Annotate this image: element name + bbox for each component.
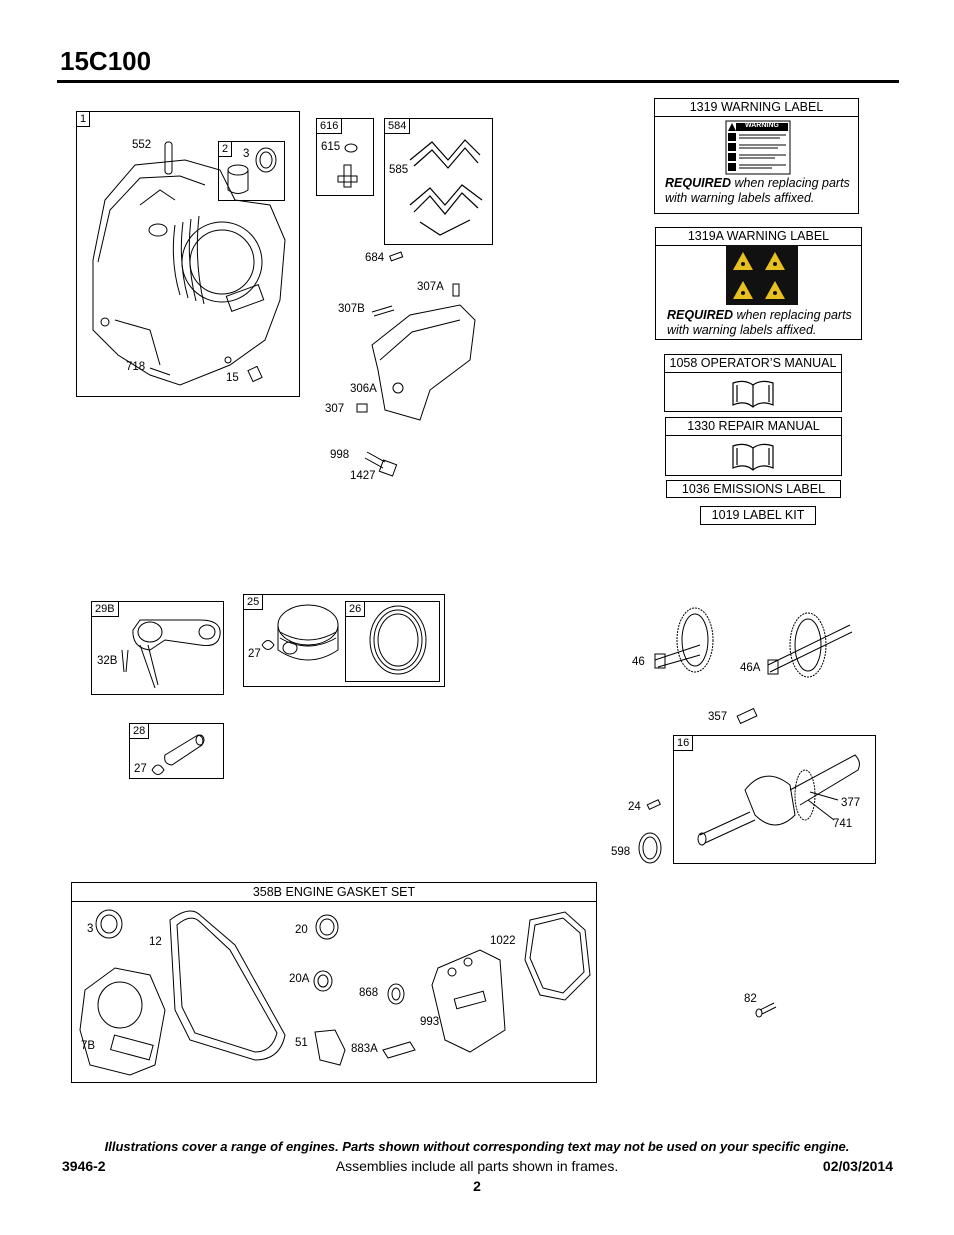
part-46A: 46A	[740, 662, 761, 674]
repair-manual-box: 1330 REPAIR MANUAL	[665, 417, 842, 476]
part-1427: 1427	[350, 470, 376, 482]
part-552: 552	[132, 139, 152, 151]
part-598: 598	[611, 846, 631, 858]
part-357: 357	[708, 711, 728, 723]
part-615: 615	[321, 141, 341, 153]
document-number: 3946-2	[62, 1158, 106, 1174]
operators-manual-title: 1058 OPERATOR’S MANUAL	[665, 355, 841, 373]
gasket-20A: 20A	[289, 973, 310, 985]
frame-tag: 29B	[91, 601, 119, 617]
gasket-868: 868	[359, 987, 379, 999]
required-word: REQUIRED	[665, 176, 731, 190]
frame-breather-tube: 584	[384, 118, 493, 245]
part-15: 15	[226, 372, 239, 384]
frame-dipstick: 616	[316, 118, 374, 196]
part-718: 718	[126, 361, 146, 373]
warning-label-required-note: REQUIRED when replacing parts with warni…	[665, 176, 855, 206]
required-word: REQUIRED	[667, 308, 733, 322]
label-kit-box: 1019 LABEL KIT	[700, 506, 816, 525]
frame-tag: 26	[345, 601, 366, 617]
gasket-set-title: 358B ENGINE GASKET SET	[72, 883, 596, 902]
frame-tag: 616	[316, 118, 343, 134]
page-title: 15C100	[60, 46, 152, 76]
part-741: 741	[833, 818, 853, 830]
part-24: 24	[628, 801, 641, 813]
part-998: 998	[330, 449, 350, 461]
gasket-883A: 883A	[351, 1043, 378, 1055]
title-rule	[57, 80, 899, 83]
emissions-label-title: 1036 EMISSIONS LABEL	[681, 482, 826, 496]
repair-manual-title: 1330 REPAIR MANUAL	[666, 418, 841, 436]
frame-rings: 26	[345, 601, 440, 682]
part-307B: 307B	[338, 303, 365, 315]
gasket-20: 20	[295, 924, 308, 936]
required-text: when replacing parts with warning labels…	[667, 308, 852, 337]
frame-tag: 2	[218, 141, 233, 157]
gasket-1022: 1022	[490, 935, 516, 947]
footer-disclaimer: Illustrations cover a range of engines. …	[104, 1139, 850, 1154]
frame-tag: 25	[243, 594, 264, 610]
gasket-3: 3	[87, 923, 94, 935]
part-377: 377	[841, 797, 861, 809]
frame-cylinder-block: 1	[76, 111, 300, 397]
warning-sticker-word: WARNING	[745, 122, 779, 129]
gasket-12: 12	[149, 936, 162, 948]
part-585: 585	[389, 164, 409, 176]
required-text: when replacing parts with warning labels…	[665, 176, 850, 205]
gasket-993: 993	[420, 1016, 440, 1028]
part-684: 684	[365, 252, 385, 264]
part-3: 3	[243, 148, 250, 160]
frame-tag: 1	[76, 111, 91, 127]
frame-engine-gasket-set: 358B ENGINE GASKET SET	[71, 882, 597, 1083]
warning-label-required-note-2: REQUIRED when replacing parts with warni…	[667, 308, 857, 338]
frame-piston-pin: 28	[129, 723, 224, 779]
frame-sleeve: 2	[218, 141, 285, 201]
frame-tag: 16	[673, 735, 694, 751]
part-307A: 307A	[417, 281, 444, 293]
gasket-51: 51	[295, 1037, 308, 1049]
gasket-7B: 7B	[81, 1040, 96, 1052]
frame-piston: 25	[243, 594, 445, 687]
emissions-label-box: 1036 EMISSIONS LABEL	[666, 480, 841, 498]
frame-connecting-rod: 29B	[91, 601, 224, 695]
page-number: 2	[473, 1178, 481, 1194]
part-27-b: 27	[134, 763, 147, 775]
warning-label-title: 1319 WARNING LABEL	[655, 99, 858, 117]
document-date: 02/03/2014	[822, 1158, 893, 1174]
warning-label-1319: 1319 WARNING LABEL	[654, 98, 859, 214]
frame-tag: 584	[384, 118, 411, 134]
label-kit-title: 1019 LABEL KIT	[711, 508, 805, 522]
frame-tag: 28	[129, 723, 150, 739]
part-82: 82	[744, 993, 757, 1005]
frame-crankshaft: 16	[673, 735, 876, 864]
part-306A: 306A	[350, 383, 377, 395]
part-46: 46	[632, 656, 645, 668]
part-27: 27	[248, 648, 261, 660]
part-307: 307	[325, 403, 345, 415]
assemblies-note: Assemblies include all parts shown in fr…	[335, 1158, 619, 1174]
part-32B: 32B	[97, 655, 118, 667]
operators-manual-box: 1058 OPERATOR’S MANUAL	[664, 354, 842, 412]
